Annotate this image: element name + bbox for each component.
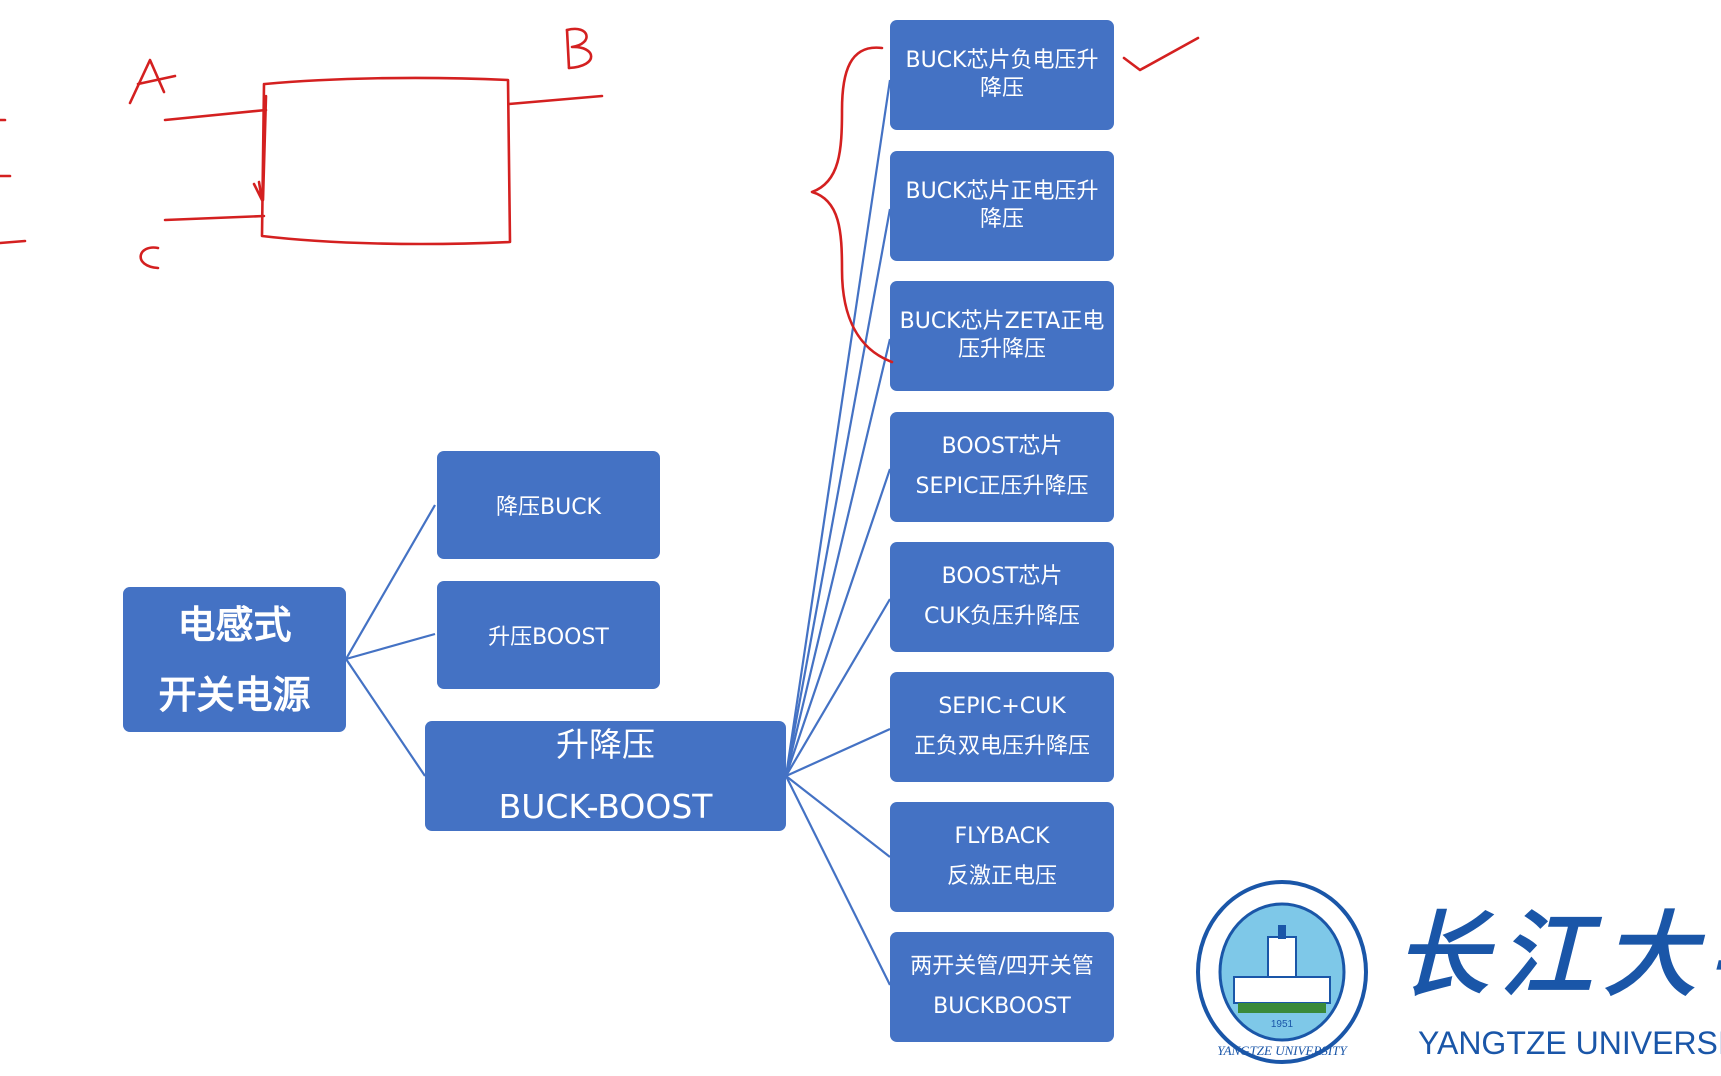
node-boost-sepic[interactable]: BOOST芯片 SEPIC正压升降压: [890, 412, 1114, 522]
node-text-line: BUCK芯片ZETA正电: [899, 309, 1105, 334]
node-boost[interactable]: 升压BOOST: [437, 581, 660, 689]
connector-bb-3: [784, 338, 892, 777]
node-flyback[interactable]: FLYBACK 反激正电压: [890, 802, 1114, 912]
node-buck-positive[interactable]: BUCK芯片正电压升 降压: [890, 151, 1114, 261]
connector-bb-7: [785, 775, 891, 858]
university-name-cn: 长江大学: [1396, 901, 1721, 1009]
connector-root-buckboost: [345, 658, 426, 777]
node-text-line: BOOST芯片: [941, 434, 1063, 459]
node-text-line: BUCKBOOST: [933, 994, 1071, 1019]
node-boost-cuk[interactable]: BOOST芯片 CUK负压升降压: [890, 542, 1114, 652]
node-text-line: 两开关管/四开关管: [910, 954, 1094, 979]
connector-root-buck: [345, 504, 436, 660]
node-text-line: BUCK芯片负电压升: [905, 48, 1099, 73]
node-buck[interactable]: 降压BUCK: [437, 451, 660, 559]
node-sepic-cuk[interactable]: SEPIC+CUK 正负双电压升降压: [890, 672, 1114, 782]
university-seal: 1951 YANGTZE UNIVERSITY: [1196, 880, 1368, 1064]
node-buck-boost-line-2: BUCK-BOOST: [498, 787, 713, 826]
university-logo: 1951 YANGTZE UNIVERSITY 长江大学 YANGTZE UNI…: [1190, 873, 1721, 1076]
node-buck-label: 降压BUCK: [496, 495, 601, 520]
node-boost-label: 升压BOOST: [488, 625, 609, 650]
connector-bb-1: [784, 79, 892, 777]
node-text-line: FLYBACK: [954, 824, 1050, 849]
node-text-line: 反激正电压: [946, 864, 1057, 889]
node-text-line: BUCK芯片正电压升: [905, 179, 1099, 204]
seal-year: 1951: [1271, 1019, 1294, 1030]
university-name-en: YANGTZE UNIVERSITY: [1418, 1025, 1721, 1061]
node-text-line: 降压: [979, 207, 1024, 232]
node-buck-negative[interactable]: BUCK芯片负电压升 降压: [890, 20, 1114, 130]
connector-bb-6: [785, 727, 891, 778]
node-buck-zeta[interactable]: BUCK芯片ZETA正电 压升降压: [890, 281, 1114, 391]
node-text-line: 降压: [979, 76, 1024, 101]
node-text-line: SEPIC正压升降压: [915, 474, 1089, 499]
connector-bb-5: [785, 598, 891, 777]
node-text-line: BOOST芯片: [941, 564, 1063, 589]
node-text-line: SEPIC+CUK: [938, 694, 1066, 719]
root-line-2: 开关电源: [158, 672, 311, 717]
node-buck-boost[interactable]: 升降压 BUCK-BOOST: [425, 721, 786, 831]
node-two-four-switch[interactable]: 两开关管/四开关管 BUCKBOOST: [890, 932, 1114, 1042]
connector-bb-4: [784, 468, 892, 777]
node-buck-boost-line-1: 升降压: [556, 725, 655, 764]
node-text-line: 正负双电压升降压: [913, 734, 1090, 759]
root-line-1: 电感式: [177, 602, 292, 647]
connector-root-boost: [345, 632, 436, 661]
seal-name: YANGTZE UNIVERSITY: [1217, 1043, 1348, 1058]
node-text-line: 压升降压: [957, 337, 1046, 362]
node-text-line: CUK负压升降压: [924, 604, 1080, 629]
connector-bb-2: [784, 208, 892, 777]
connector-bb-8: [785, 775, 891, 986]
root-node[interactable]: 电感式 开关电源: [123, 587, 346, 732]
